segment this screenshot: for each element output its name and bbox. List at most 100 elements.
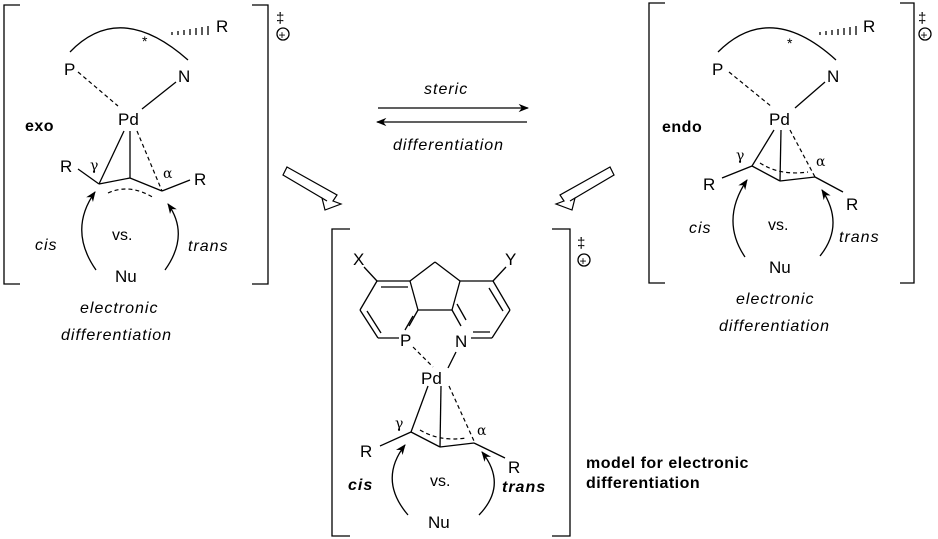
nucleophile-label: Nu [428, 513, 450, 532]
hollow-arrow-left [282, 166, 343, 211]
alpha-label: α [816, 154, 826, 170]
R-Cgamma-bond [77, 168, 100, 185]
double-dagger: ‡ [577, 235, 585, 252]
cis-label: cis [348, 477, 373, 494]
stereocenter-mark: * [142, 33, 148, 49]
model-caption-line1: model for electronic [586, 455, 749, 472]
allyl-delocalization [419, 429, 467, 440]
exo-complex: ‡ + R * P N Pd exo R [3, 4, 290, 344]
double-dagger: ‡ [276, 10, 284, 27]
charge-sign: + [279, 28, 286, 42]
trans-label: trans [188, 238, 229, 255]
Pd-Ccentral-bond [779, 129, 782, 182]
nucleophile-label: Nu [769, 258, 791, 277]
cis-attack-arrow [732, 179, 748, 258]
alpha-label: α [477, 423, 487, 439]
charge-sign: + [580, 254, 587, 268]
endo-charge-symbol: ‡ + [918, 10, 932, 42]
atom-N: N [455, 332, 467, 351]
atom-R: R [863, 17, 875, 36]
Pd-Cgamma-bond [98, 130, 125, 185]
plus-circle-icon [276, 27, 290, 41]
atom-P: P [712, 60, 723, 79]
atom-R: R [194, 170, 206, 189]
atom-R: R [216, 17, 228, 36]
atom-R: R [703, 175, 715, 194]
differentiation-label: differentiation [393, 137, 504, 154]
cis-attack-arrow [391, 444, 409, 516]
atom-N: N [178, 67, 190, 86]
plus-circle-icon [577, 253, 591, 267]
double-dagger: ‡ [918, 10, 926, 27]
charge-sign: + [921, 28, 928, 42]
endo-hashed-bond [819, 26, 857, 35]
alpha-label: α [163, 166, 173, 182]
allyl-delocalization [759, 162, 809, 174]
atom-Pd: Pd [769, 110, 790, 129]
Pd-Calpha-dashed-bond [448, 385, 475, 442]
exo-left-bracket [3, 4, 20, 285]
endo-caption-line1: electronic [736, 291, 814, 308]
endo-ligand-backbone [717, 27, 837, 61]
cis-label: cis [35, 237, 58, 254]
atom-P: P [64, 60, 75, 79]
atom-P: P [400, 331, 411, 350]
exo-ligand-backbone [69, 27, 189, 61]
P-Pd-dashed-bond [728, 71, 773, 108]
model-caption-line2: differentiation [586, 475, 700, 492]
allyl-bond [410, 431, 441, 448]
hollow-arrow-right [554, 166, 615, 211]
endo-label: endo [662, 119, 702, 136]
gamma-label: γ [395, 416, 403, 432]
trans-label: trans [839, 229, 880, 246]
vs-label: vs. [768, 217, 788, 234]
phosphinine-pyridine-ligand [359, 261, 511, 339]
atom-Pd: Pd [118, 110, 139, 129]
endo-caption-line2: differentiation [719, 318, 830, 335]
R-Calpha-bond [473, 442, 506, 459]
trans-attack-arrow [164, 203, 179, 271]
endo-complex: ‡ + R * P N Pd endo R γ α [648, 2, 932, 335]
model-right-bracket [552, 228, 571, 537]
Pd-Cgamma-bond [410, 385, 429, 433]
cis-attack-arrow [81, 191, 97, 271]
N-Pd-bond [141, 81, 177, 110]
trans-attack-arrow [478, 451, 495, 516]
steric-label: steric [424, 81, 468, 98]
gamma-label: γ [736, 148, 744, 164]
endo-right-bracket [900, 2, 915, 284]
atom-R: R [60, 157, 72, 176]
stereocenter-mark: * [787, 35, 793, 51]
vs-label: vs. [430, 473, 450, 490]
allyl-bond [98, 177, 131, 185]
allyl-delocalization [107, 188, 155, 199]
vs-label: vs. [112, 227, 132, 244]
endo-left-bracket [648, 2, 665, 284]
model-left-bracket [331, 228, 350, 537]
atom-N: N [827, 67, 839, 86]
allyl-bond [129, 177, 163, 192]
cis-label: cis [689, 220, 712, 237]
exo-caption-line2: differentiation [61, 327, 172, 344]
R-Cgamma-bond [721, 165, 753, 179]
R-Cgamma-bond [379, 431, 412, 447]
exo-right-bracket [252, 4, 269, 285]
N-Pd-bond [447, 351, 457, 369]
Pd-Calpha-dashed-bond [789, 129, 816, 178]
atom-R: R [360, 442, 372, 461]
allyl-bond [439, 442, 475, 448]
nucleophile-label: Nu [115, 267, 137, 286]
exo-charge-symbol: ‡ + [276, 10, 290, 42]
atom-R: R [846, 195, 858, 214]
atom-X: X [353, 250, 364, 269]
R-Calpha-bond [814, 176, 844, 193]
atom-R: R [508, 458, 520, 477]
trans-attack-arrow [819, 189, 834, 257]
Pd-Ccentral-bond [439, 385, 442, 448]
gamma-label: γ [90, 158, 98, 174]
allyl-bond [779, 176, 816, 182]
steric-equilibrium: steric differentiation [375, 81, 530, 154]
Pd-Calpha-dashed-bond [136, 130, 163, 192]
exo-caption-line1: electronic [80, 300, 158, 317]
